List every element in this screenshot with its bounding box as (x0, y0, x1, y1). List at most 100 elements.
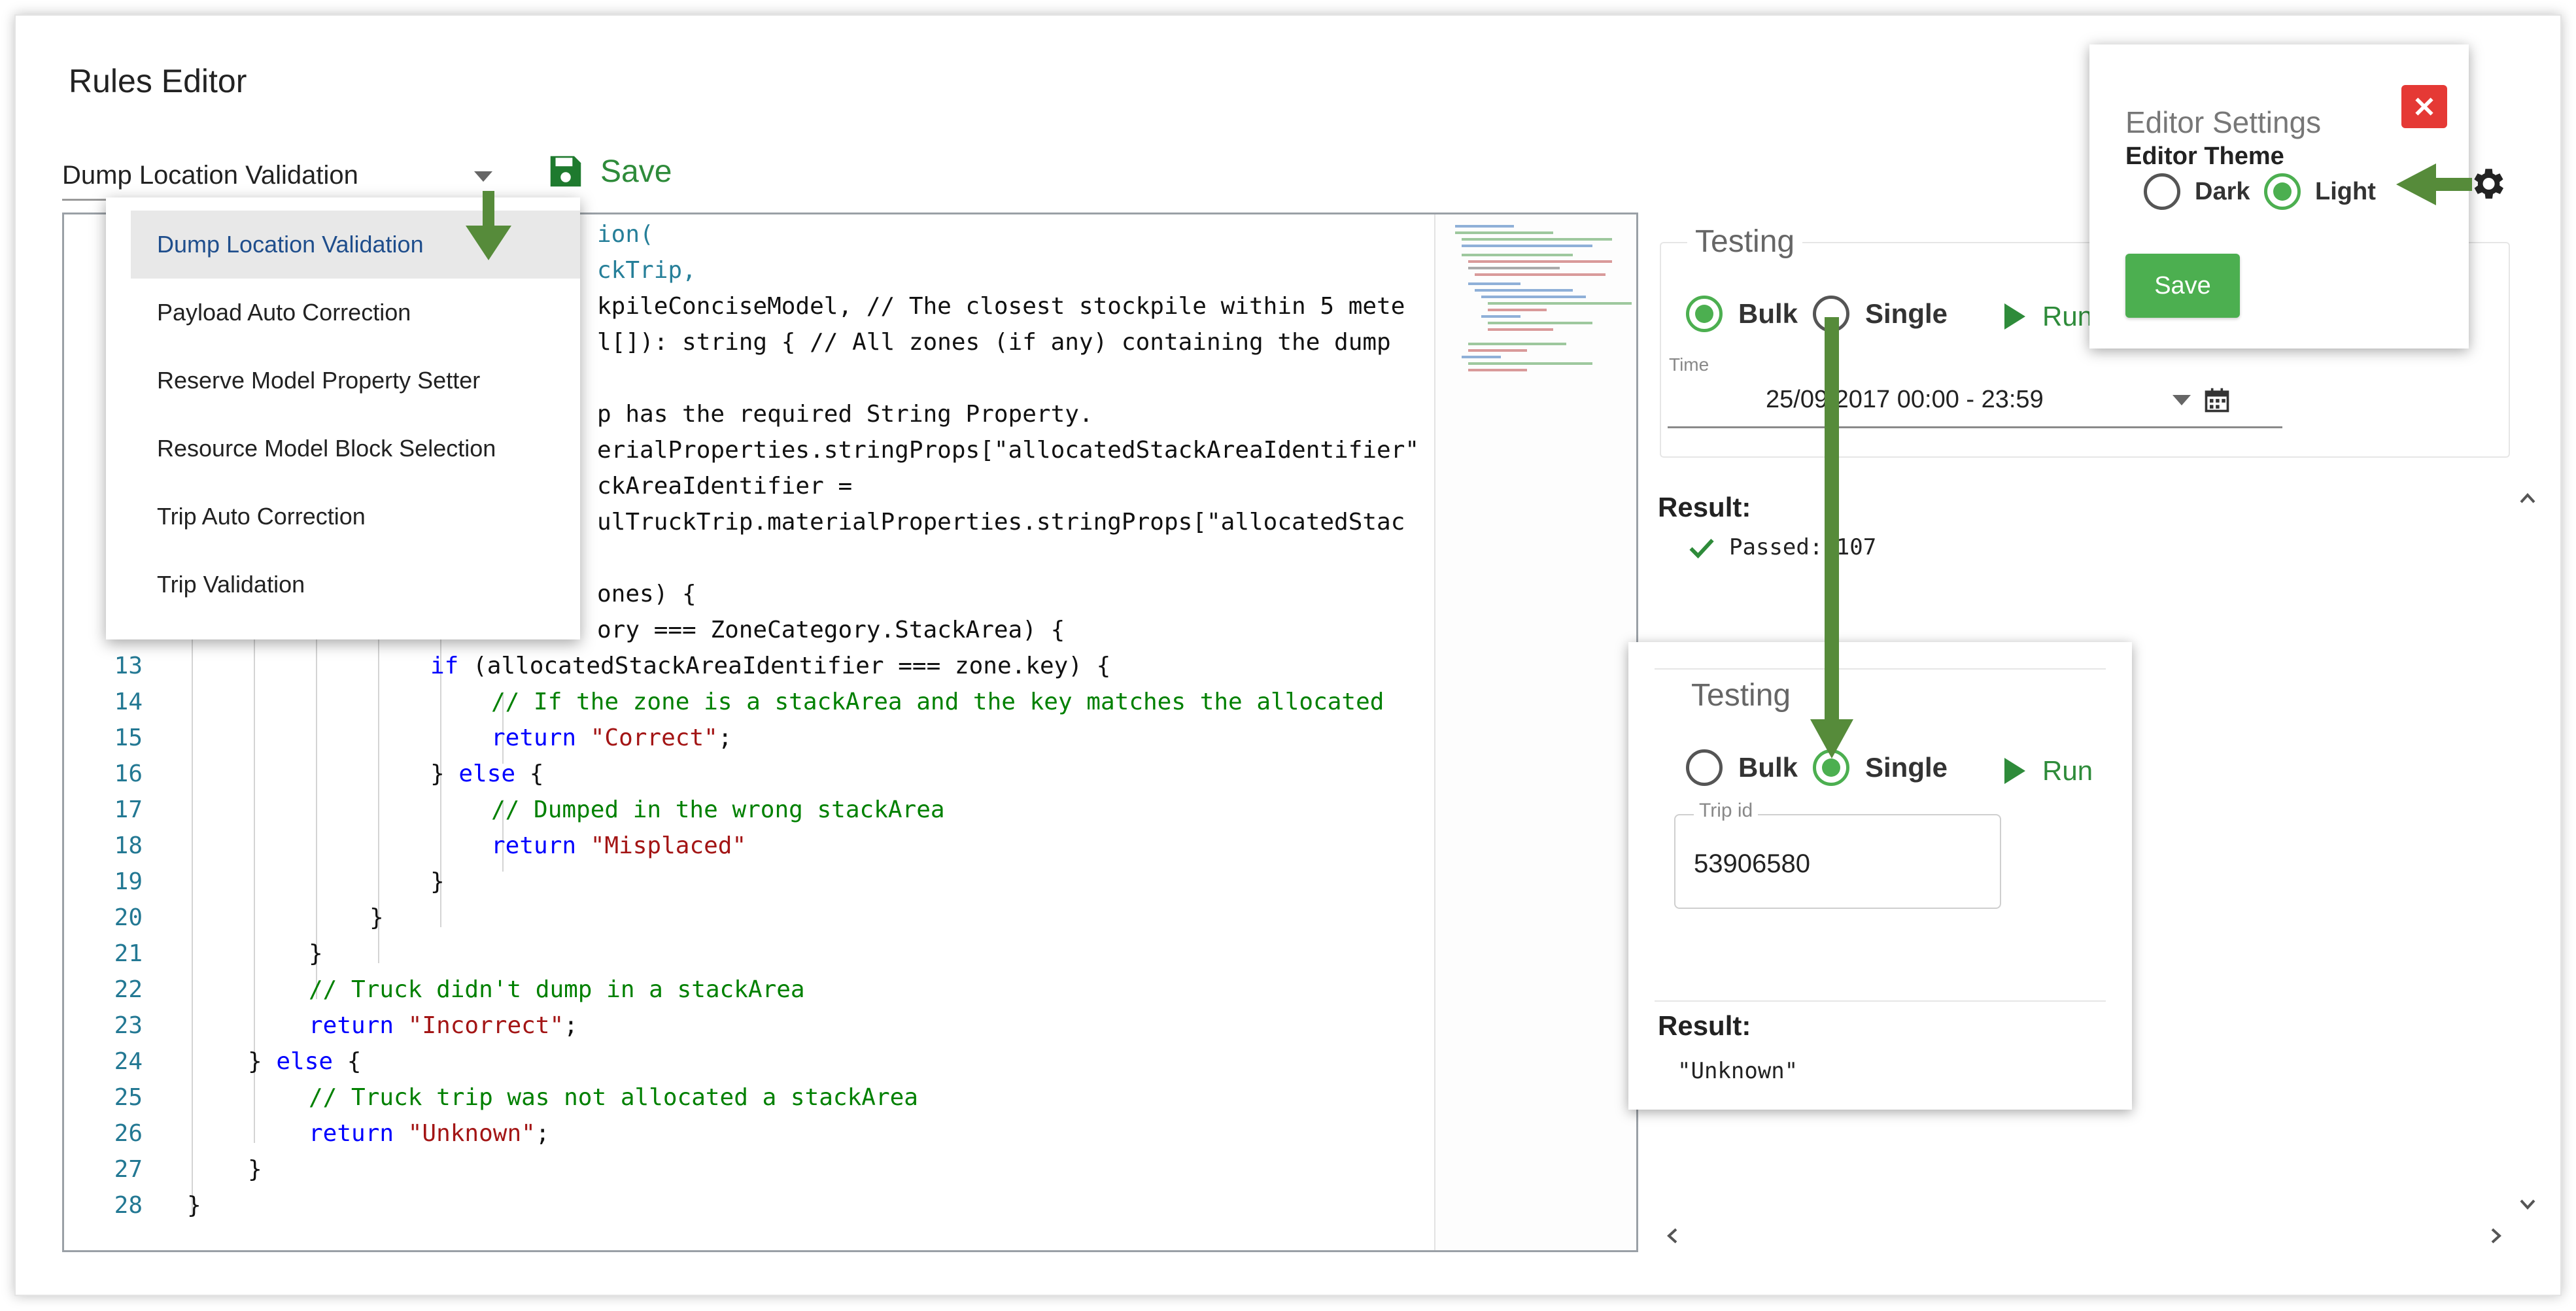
result-label: Result: (1658, 492, 1751, 522)
single-result-value: "Unknown" (1677, 1058, 1798, 1084)
line-number: 23 (114, 1012, 143, 1039)
editor-minimap[interactable] (1434, 214, 1636, 1250)
close-icon (2415, 97, 2433, 116)
code-line: } (309, 940, 323, 967)
floppy-disk-icon (550, 156, 581, 187)
code-fragment: p has the required String Property. (597, 401, 1093, 428)
code-line: // If the zone is a stackArea and the ke… (491, 689, 1384, 715)
chevron-right-icon[interactable] (2488, 1226, 2504, 1246)
bulk-radio[interactable] (1686, 749, 1723, 786)
run-button[interactable]: Run (2004, 755, 2093, 787)
chevron-left-icon[interactable] (1664, 1226, 1680, 1246)
menu-item-trip-auto-correction[interactable]: Trip Auto Correction (157, 503, 366, 530)
line-number: 13 (114, 653, 143, 679)
menu-item-trip-validation[interactable]: Trip Validation (157, 571, 305, 598)
save-button[interactable]: Save (545, 145, 672, 197)
single-radio[interactable] (1813, 296, 1849, 332)
dark-theme-label: Dark (2195, 177, 2250, 205)
light-theme-option[interactable]: Light (2264, 173, 2376, 210)
code-line: return "Unknown"; (309, 1120, 550, 1147)
code-line: return "Correct"; (491, 724, 732, 751)
line-number: 24 (114, 1048, 143, 1075)
rule-select[interactable]: Dump Location Validation (62, 152, 507, 201)
dark-theme-option[interactable]: Dark (2144, 173, 2250, 210)
code-line: } (369, 904, 384, 931)
code-fragment: ones) { (597, 581, 696, 607)
play-icon (2004, 758, 2025, 784)
close-button[interactable] (2401, 85, 2447, 128)
single-label: Single (1865, 752, 1948, 783)
play-icon (2004, 303, 2025, 330)
menu-item-resource-model-block-selection[interactable]: Resource Model Block Selection (157, 435, 496, 462)
bulk-option[interactable]: Bulk (1686, 749, 1798, 786)
code-line: return "Incorrect"; (309, 1012, 578, 1039)
code-fragment: erialProperties.stringProps["allocatedSt… (597, 437, 1420, 464)
gear-icon[interactable] (2467, 163, 2507, 204)
line-number: 26 (114, 1120, 143, 1147)
line-number: 19 (114, 868, 143, 895)
light-theme-radio[interactable] (2264, 173, 2301, 210)
check-icon (1689, 539, 1714, 559)
result-passed: Passed: 107 (1687, 533, 1876, 562)
time-range-value: 25/09/2017 00:00 - 23:59 (1766, 386, 2044, 413)
single-radio[interactable] (1813, 749, 1849, 786)
bulk-label: Bulk (1738, 298, 1798, 329)
editor-theme-label: Editor Theme (2125, 143, 2284, 170)
menu-item-payload-auto-correction[interactable]: Payload Auto Correction (157, 299, 411, 326)
testing-heading: Testing (1687, 224, 1803, 260)
trip-id-value: 53906580 (1694, 849, 1810, 878)
trip-id-field[interactable]: Trip id 53906580 (1674, 800, 2001, 909)
line-number: 22 (114, 976, 143, 1003)
horizontal-scrollbar[interactable] (1658, 1223, 2515, 1249)
chevron-up-icon[interactable] (2518, 490, 2537, 506)
single-testing-fieldset (1655, 668, 2106, 1002)
line-number: 15 (114, 724, 143, 751)
trip-id-label: Trip id (1694, 800, 1759, 822)
single-result-label: Result: (1658, 1010, 1751, 1041)
line-number: 28 (114, 1192, 143, 1219)
single-testing-card (1628, 642, 2132, 1110)
line-number: 16 (114, 760, 143, 787)
time-range-field[interactable]: 25/09/2017 00:00 - 23:59 (1668, 379, 2282, 428)
run-button[interactable]: Run (2004, 301, 2093, 332)
menu-item-dump-location-validation[interactable]: Dump Location Validation (131, 211, 580, 279)
single-option[interactable]: Single (1813, 296, 1948, 332)
code-fragment: ckTrip, (597, 257, 696, 284)
bulk-label: Bulk (1738, 752, 1798, 783)
code-line: } (430, 868, 445, 895)
settings-save-button[interactable]: Save (2125, 254, 2240, 318)
settings-title: Editor Settings (2125, 105, 2322, 139)
code-fragment: l[]): string { // All zones (if any) con… (597, 329, 1391, 356)
code-line: if (allocatedStackAreaIdentifier === zon… (430, 653, 1111, 679)
single-option[interactable]: Single (1813, 749, 1948, 786)
line-number: 18 (114, 832, 143, 859)
run-label: Run (2042, 301, 2093, 332)
code-line: // Truck trip was not allocated a stackA… (309, 1084, 918, 1111)
save-button-label: Save (600, 154, 672, 189)
bulk-option[interactable]: Bulk (1686, 296, 1798, 332)
code-fragment: ory === ZoneCategory.StackArea) { (597, 617, 1065, 643)
vertical-scrollbar[interactable] (2515, 487, 2541, 1219)
code-line: } (187, 1192, 201, 1219)
dark-theme-radio[interactable] (2144, 173, 2180, 210)
code-line: } else { (430, 760, 544, 787)
code-fragment: ion( (597, 221, 654, 248)
page-title: Rules Editor (69, 63, 247, 99)
line-number: 17 (114, 796, 143, 823)
chevron-down-icon[interactable] (2518, 1197, 2537, 1212)
calendar-icon[interactable] (2203, 386, 2231, 415)
chevron-down-icon[interactable] (474, 171, 492, 182)
code-line: // Truck didn't dump in a stackArea (309, 976, 805, 1003)
menu-item-reserve-model-property-setter[interactable]: Reserve Model Property Setter (157, 367, 481, 394)
code-line: return "Misplaced" (491, 832, 747, 859)
code-line: } else { (248, 1048, 362, 1075)
bulk-radio[interactable] (1686, 296, 1723, 332)
indent-guide (502, 692, 504, 764)
run-label: Run (2042, 755, 2093, 786)
single-label: Single (1865, 298, 1948, 329)
chevron-down-icon[interactable] (2172, 395, 2191, 405)
indent-guide (502, 800, 504, 872)
line-number: 25 (114, 1084, 143, 1111)
line-number: 21 (114, 940, 143, 967)
code-line: } (248, 1156, 262, 1183)
